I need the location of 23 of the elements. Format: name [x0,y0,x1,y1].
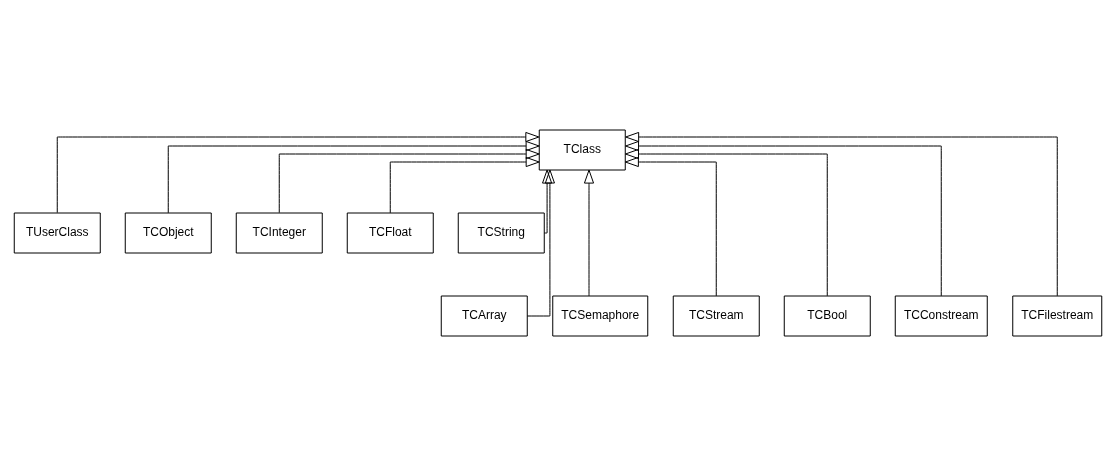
arrow [625,140,942,296]
node-box: TUserClass [13,212,101,253]
arrow [624,156,717,296]
node-box: TCArray [440,295,528,336]
arrow [583,169,595,296]
node-box: TCStream [672,295,760,336]
node-box: TCConstream [894,295,988,336]
node-box: TCObject [124,212,212,253]
arrow [625,131,1058,296]
node-box: TCInteger [235,212,323,253]
arrow [278,148,540,213]
node-box: TCString [457,212,545,253]
arrow [526,169,555,316]
arrow [56,131,540,213]
arrow [625,148,828,296]
node-box: TCFilestream [1012,295,1103,336]
arrow [167,140,540,213]
arrow [542,169,553,233]
node-box: TCSemaphore [552,295,649,336]
arrow [389,156,540,213]
node-box: TClass [538,129,626,170]
node-box: TCBool [783,295,871,336]
node-box: TCFloat [346,212,434,253]
